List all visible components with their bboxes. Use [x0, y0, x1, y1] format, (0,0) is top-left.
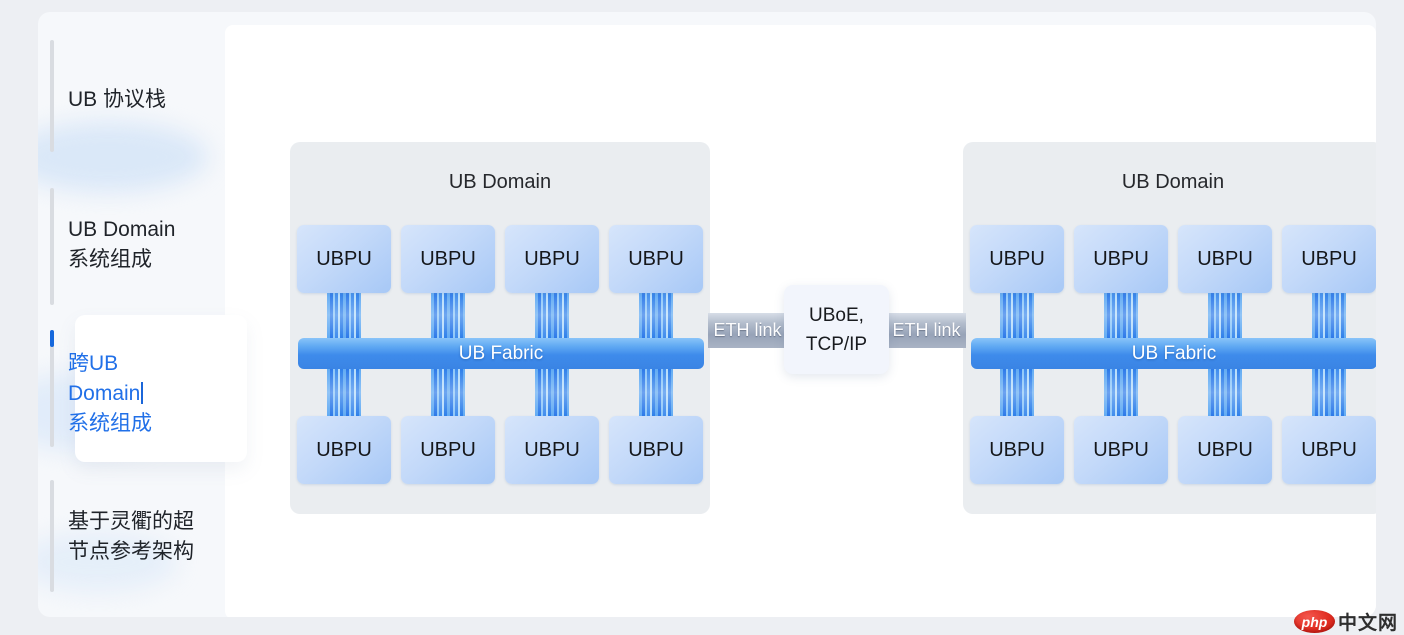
- ubpu-box: UBPU: [1282, 225, 1376, 293]
- ubpu-box: UBPU: [970, 416, 1064, 484]
- main-content: UB Domain UBPU UBPU UBPU UBPU UB Fabric …: [225, 25, 1376, 617]
- ub-fabric-bar: UB Fabric: [298, 338, 704, 369]
- nav-rail: [50, 188, 54, 305]
- link-bundle: [1104, 369, 1138, 416]
- ub-domain-left: UB Domain UBPU UBPU UBPU UBPU UB Fabric …: [290, 142, 710, 514]
- nav-line: 节点参考架构: [68, 540, 194, 563]
- ubpu-box: UBPU: [609, 225, 703, 293]
- ubpu-box: UBPU: [401, 225, 495, 293]
- eth-link-left: ETH link: [708, 313, 787, 348]
- uboe-tcpip-box: UBoE, TCP/IP: [784, 285, 889, 374]
- nav-rail: [50, 480, 54, 592]
- link-bundle: [1000, 292, 1034, 338]
- nav-line: 系统组成: [68, 248, 152, 271]
- link-bundle: [1208, 369, 1242, 416]
- link-bundle: [535, 369, 569, 416]
- sidebar-item-ub-domain-composition[interactable]: UB Domain 系统组成: [68, 215, 175, 275]
- domain-title: UB Domain: [448, 171, 552, 193]
- link-bundle: [1104, 292, 1138, 338]
- link-bundle: [1000, 369, 1034, 416]
- php-cn-logo[interactable]: php 中文网: [1293, 608, 1398, 635]
- link-bundle: [1312, 292, 1346, 338]
- ubpu-box: UBPU: [609, 416, 703, 484]
- background-streak: [38, 122, 208, 192]
- sidebar-item-cross-ub-domain-composition[interactable]: 跨UB Domain 系统组成: [68, 349, 152, 439]
- nav-rail: [50, 40, 54, 152]
- link-bundle: [639, 292, 673, 338]
- ubpu-box: UBPU: [1074, 225, 1168, 293]
- ubpu-box: UBPU: [1282, 416, 1376, 484]
- link-bundle: [327, 292, 361, 338]
- ubpu-box: UBPU: [297, 225, 391, 293]
- nav-line: UB Domain: [68, 218, 176, 241]
- nav-line: UB 协议栈: [68, 88, 167, 111]
- php-logo-text: 中文网: [1337, 613, 1398, 634]
- nav-line: 跨UB: [68, 352, 119, 375]
- ubpu-box: UBPU: [1178, 225, 1272, 293]
- sidebar-item-ub-protocol-stack[interactable]: UB 协议栈: [68, 85, 166, 115]
- ub-domain-right: UB Domain UBPU UBPU UBPU UBPU UB Fabric …: [963, 142, 1376, 514]
- text-cursor: [141, 382, 144, 404]
- nav-line: 基于灵衢的超: [68, 510, 194, 533]
- active-nav-marker: [50, 330, 54, 347]
- link-bundle: [431, 369, 465, 416]
- nav-rail: [50, 330, 54, 447]
- link-bundle: [431, 292, 465, 338]
- nav-line: 系统组成: [68, 412, 152, 435]
- ubpu-box: UBPU: [505, 416, 599, 484]
- link-bundle: [327, 369, 361, 416]
- slide-panel: UB Domain UBPU UBPU UBPU UBPU UB Fabric …: [38, 12, 1376, 617]
- ubpu-box: UBPU: [297, 416, 391, 484]
- ubpu-box: UBPU: [970, 225, 1064, 293]
- ubpu-box: UBPU: [1178, 416, 1272, 484]
- ubpu-box: UBPU: [401, 416, 495, 484]
- link-bundle: [639, 369, 673, 416]
- sidebar-item-lingqu-supernode-architecture[interactable]: 基于灵衢的超 节点参考架构: [68, 507, 194, 567]
- active-nav-card: [75, 315, 247, 462]
- link-bundle: [535, 292, 569, 338]
- php-logo-badge: php: [1293, 610, 1335, 633]
- ub-fabric-bar: UB Fabric: [971, 338, 1376, 369]
- ubpu-box: UBPU: [505, 225, 599, 293]
- link-bundle: [1312, 369, 1346, 416]
- ubpu-box: UBPU: [1074, 416, 1168, 484]
- tcpip-line: TCP/IP: [805, 333, 868, 355]
- uboe-line: UBoE,: [809, 304, 864, 326]
- eth-link-right: ETH link: [887, 313, 966, 348]
- domain-title: UB Domain: [1121, 171, 1225, 193]
- link-bundle: [1208, 292, 1242, 338]
- nav-line: Domain: [68, 379, 152, 409]
